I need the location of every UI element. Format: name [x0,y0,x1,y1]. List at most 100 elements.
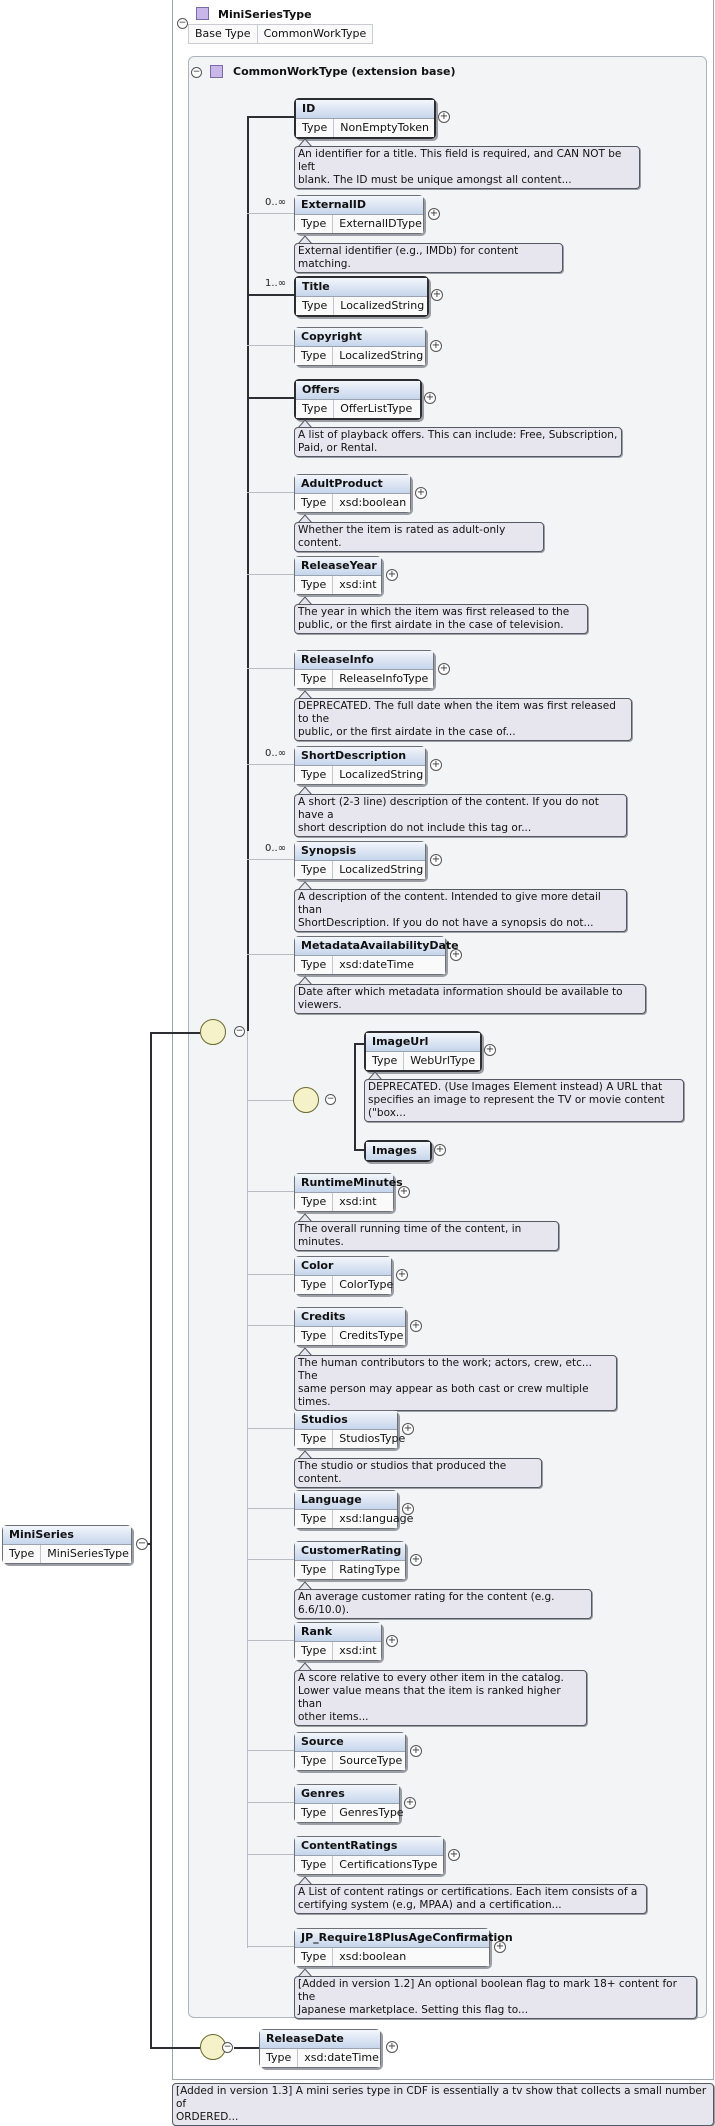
expand-icon[interactable]: + [438,111,450,123]
root-branch [150,2047,200,2049]
expand-icon[interactable]: + [410,1554,422,1566]
expand-icon[interactable]: + [430,340,442,352]
collapse-mini-series-type-icon[interactable]: − [177,18,188,29]
element-description: A list of playback offers. This can incl… [294,427,622,457]
expand-icon[interactable]: + [386,2041,398,2053]
cardinality: 0..∞ [265,197,287,208]
type-value: xsd:dateTime [339,958,414,971]
expand-icon[interactable]: + [410,1320,422,1332]
expand-icon[interactable]: + [386,569,398,581]
expand-icon[interactable]: + [438,663,450,675]
callout-pointer [297,1662,313,1672]
callout-pointer [297,1450,313,1460]
desc-line: ("box... [368,1107,406,1119]
desc-line: public, or the first airdate in the case… [298,619,564,631]
expand-icon[interactable]: + [450,949,462,961]
element-description: Whether the item is rated as adult-only … [294,522,544,552]
expand-icon[interactable]: + [428,208,440,220]
element-images[interactable]: Images [364,1140,432,1162]
expand-icon[interactable]: + [494,1941,506,1953]
expand-icon[interactable]: + [434,1144,446,1156]
element-name: ContentRatings [295,1837,443,1856]
element-description: The overall running time of the content,… [294,1221,559,1251]
element-name: ShortDescription [295,747,425,766]
type-value: StudiosType [339,1432,406,1445]
connector [247,1274,294,1275]
collapse-sequence-icon[interactable]: − [234,1026,245,1037]
expand-icon[interactable]: + [402,1503,414,1515]
expand-icon[interactable]: + [431,289,443,301]
type-label: Type [295,1510,334,1528]
type-label: Type [295,670,334,688]
element-description: A description of the content. Intended t… [294,889,627,932]
element-description: [Added in version 1.2] An optional boole… [294,1976,697,2019]
type-label: Type [295,1276,334,1294]
collapse-common-work-type-icon[interactable]: − [191,67,202,78]
desc-line: Date after which metadata information sh… [298,986,623,998]
expand-icon[interactable]: + [430,854,442,866]
expand-icon[interactable]: + [448,1849,460,1861]
expand-icon[interactable]: + [415,487,427,499]
connector [247,1854,294,1855]
expand-icon[interactable]: + [410,1745,422,1757]
expand-icon[interactable]: + [396,1269,408,1281]
element-name: ReleaseDate [260,2030,380,2049]
desc-line: [Added in version 1.2] An optional boole… [298,1978,677,2003]
desc-line: public, or the first airdate in the case… [298,726,516,738]
collapse-sequence-icon[interactable]: − [222,2042,233,2053]
connector [247,213,294,214]
expand-icon[interactable]: + [404,1797,416,1809]
connector [247,1508,294,1509]
collapse-choice-icon[interactable]: − [325,1094,336,1105]
desc-line: same person may appear as both cast or c… [298,1383,589,1408]
choice-compositor-icon[interactable] [293,1087,319,1113]
expand-icon[interactable]: + [386,1635,398,1647]
expand-icon[interactable]: + [430,759,442,771]
expand-icon[interactable]: + [398,1186,410,1198]
desc-line: The year in which the item was first rel… [298,606,570,618]
root-branch [234,2047,260,2049]
type-label: Type [295,1804,334,1822]
type-value: LocalizedString [340,299,425,312]
expand-icon[interactable]: + [484,1044,496,1056]
expand-icon[interactable]: + [402,1423,414,1435]
expand-icon[interactable]: + [424,392,436,404]
element-description: External identifier (e.g., IMDb) for con… [294,243,563,273]
expand-icon[interactable]: − [136,1538,148,1550]
callout-pointer [297,235,313,245]
type-label: Type [296,400,335,418]
connector [247,1559,294,1560]
desc-line: specifies an image to represent the TV o… [368,1094,665,1106]
type-value: WebUrlType [410,1054,476,1067]
sequence-compositor-icon[interactable] [200,1019,226,1045]
callout-pointer [297,1347,313,1357]
element-name: JP_Require18PlusAgeConfirmation [295,1929,513,1948]
base-type-value: CommonWorkType [263,27,367,40]
connector [247,1946,294,1947]
